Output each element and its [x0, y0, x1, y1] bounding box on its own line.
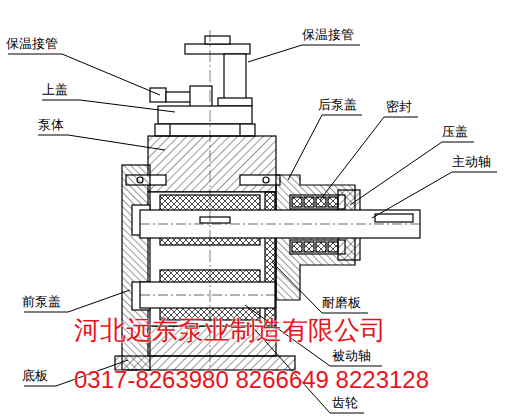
part-label: 耐磨板 — [322, 296, 361, 311]
insulation-pipe — [224, 54, 246, 100]
driven-shaft — [140, 282, 275, 308]
part-label: 保温接管 — [6, 37, 58, 52]
top-cover — [158, 106, 252, 124]
part-label: 齿轮 — [332, 396, 358, 411]
phone-watermark: 0317-8263980 8266649 8223128 — [74, 366, 429, 394]
part-label: 压盖 — [442, 125, 468, 140]
pipe-flange — [150, 88, 166, 102]
part-label: 保温接管 — [302, 28, 354, 43]
part-label: 泵体 — [38, 118, 64, 133]
key — [375, 214, 413, 222]
part-label: 后泵盖 — [318, 98, 357, 113]
part-label: 前泵盖 — [22, 295, 61, 310]
part-label: 上盖 — [42, 83, 68, 98]
part-label: 底板 — [22, 369, 48, 384]
leader-line — [8, 45, 497, 413]
part-label: 密封 — [386, 100, 412, 115]
part-label: 主动轴 — [452, 155, 491, 170]
pipe-flange — [185, 44, 250, 54]
part-label: 被动轴 — [332, 349, 371, 364]
bolt — [240, 175, 280, 185]
company-watermark: 河北远东泵业制造有限公司 — [74, 316, 386, 346]
